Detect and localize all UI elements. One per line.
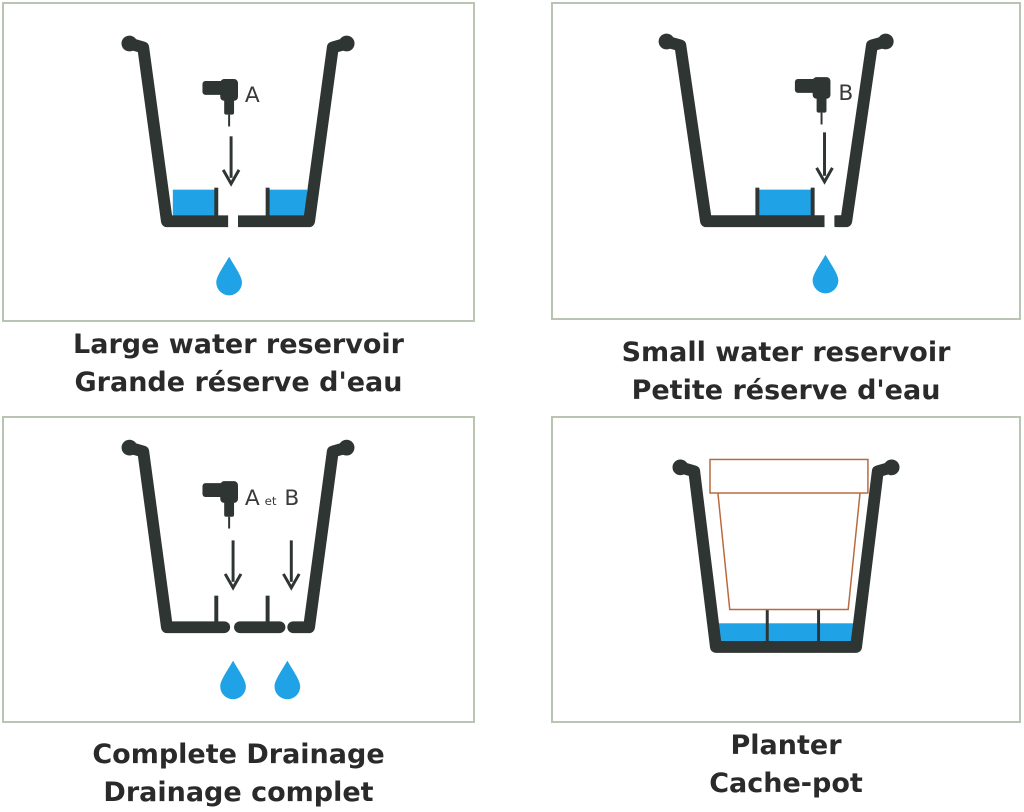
water-drop-icon (220, 660, 246, 700)
water-drop-icon (274, 660, 301, 700)
caption-fr: Grande réserve d'eau (74, 367, 403, 398)
drill-label-et: et (265, 494, 277, 508)
drill-label-b: B (284, 486, 299, 511)
down-arrow-icon (282, 540, 301, 591)
caption-en: Small water reservoir (621, 337, 951, 368)
small-reservoir-diagram: B (658, 33, 894, 294)
panel-large-reservoir: A (2, 2, 475, 322)
panel-complete-drainage: A et B (2, 416, 475, 723)
panel-small-reservoir: B (551, 2, 1021, 320)
water-left (172, 189, 217, 220)
pot-outline-icon (123, 441, 353, 634)
drill-label: B (838, 81, 853, 106)
pot-outline-icon (123, 37, 353, 228)
pot-outline-icon (674, 461, 898, 653)
caption-fr: Cache-pot (709, 768, 863, 799)
caption-fr: Petite réserve d'eau (631, 375, 941, 406)
caption-en: Large water reservoir (73, 329, 404, 360)
water-drop-icon (812, 254, 839, 294)
water-bottom (713, 623, 859, 644)
panel-planter (551, 416, 1021, 723)
caption-en: Complete Drainage (92, 739, 385, 770)
drill-icon (794, 77, 831, 125)
water-right (267, 189, 308, 220)
down-arrow-icon (221, 136, 241, 187)
drill-icon (202, 79, 239, 127)
drill-label: A (245, 83, 260, 108)
caption-complete-drainage: Complete Drainage Drainage complet (2, 736, 475, 812)
caption-planter: Planter Cache-pot (551, 727, 1021, 803)
water-drop-icon (216, 256, 242, 296)
down-arrow-icon (223, 540, 243, 591)
caption-large-reservoir: Large water reservoir Grande réserve d'e… (2, 326, 475, 402)
caption-en: Planter (730, 730, 842, 761)
caption-small-reservoir: Small water reservoir Petite réserve d'e… (551, 334, 1021, 410)
inner-pot-icon (709, 458, 869, 611)
caption-fr: Drainage complet (103, 777, 374, 808)
drill-label-a: A (245, 486, 260, 511)
down-arrow-icon (815, 132, 834, 185)
complete-drainage-diagram: A et B (121, 439, 355, 700)
water-center (757, 189, 813, 220)
drill-icon (202, 481, 239, 529)
large-reservoir-diagram: A (121, 35, 355, 296)
planter-diagram (672, 458, 900, 653)
